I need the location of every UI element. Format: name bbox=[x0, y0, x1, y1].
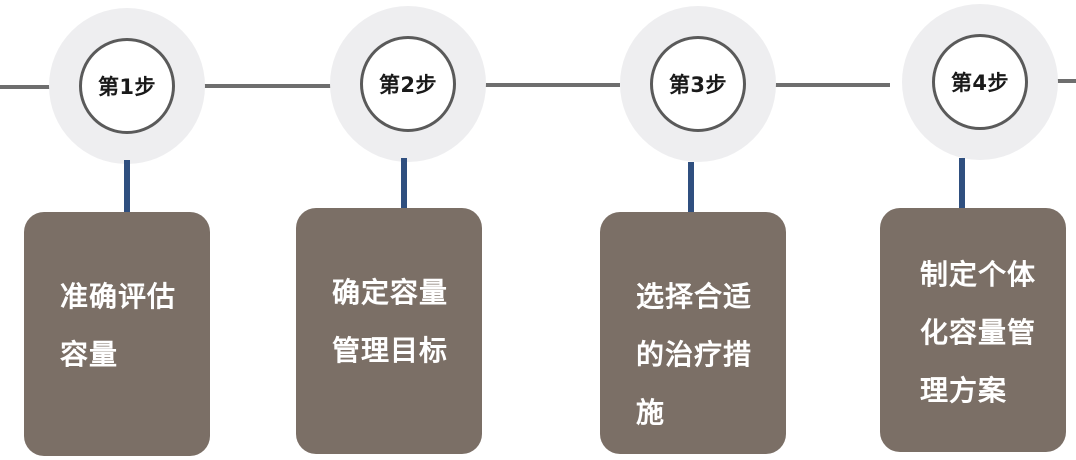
timeline-segment bbox=[760, 83, 890, 87]
step-description: 选择合适的治疗措施 bbox=[636, 280, 753, 429]
step-badge: 第1步 bbox=[79, 38, 175, 134]
step-label: 第2步 bbox=[378, 73, 438, 97]
step-label: 第1步 bbox=[97, 75, 157, 99]
step-label: 第3步 bbox=[668, 73, 728, 97]
step-badge: 第3步 bbox=[650, 36, 746, 132]
step-connector bbox=[401, 158, 407, 210]
step-card: 制定个体化容量管理方案 bbox=[880, 208, 1066, 452]
step-3: 第3步 选择合适的治疗措施 bbox=[598, 0, 788, 460]
timeline-segment bbox=[470, 83, 620, 87]
step-card: 确定容量管理目标 bbox=[296, 208, 482, 454]
step-card: 选择合适的治疗措施 bbox=[600, 212, 786, 454]
step-description: 制定个体化容量管理方案 bbox=[920, 258, 1037, 407]
step-badge: 第4步 bbox=[932, 34, 1028, 130]
timeline-segment bbox=[0, 85, 60, 89]
timeline-segment bbox=[190, 84, 340, 88]
step-card: 准确评估容量 bbox=[24, 212, 210, 456]
step-description: 确定容量管理目标 bbox=[332, 276, 449, 367]
step-description: 准确评估容量 bbox=[60, 280, 177, 371]
step-4: 第4步 制定个体化容量管理方案 bbox=[878, 0, 1068, 460]
step-badge: 第2步 bbox=[360, 36, 456, 132]
step-connector bbox=[124, 160, 130, 212]
step-connector bbox=[688, 162, 694, 214]
step-2: 第2步 确定容量管理目标 bbox=[294, 0, 486, 460]
step-1: 第1步 准确评估容量 bbox=[22, 0, 212, 460]
step-connector bbox=[959, 158, 965, 210]
step-label: 第4步 bbox=[950, 71, 1010, 95]
